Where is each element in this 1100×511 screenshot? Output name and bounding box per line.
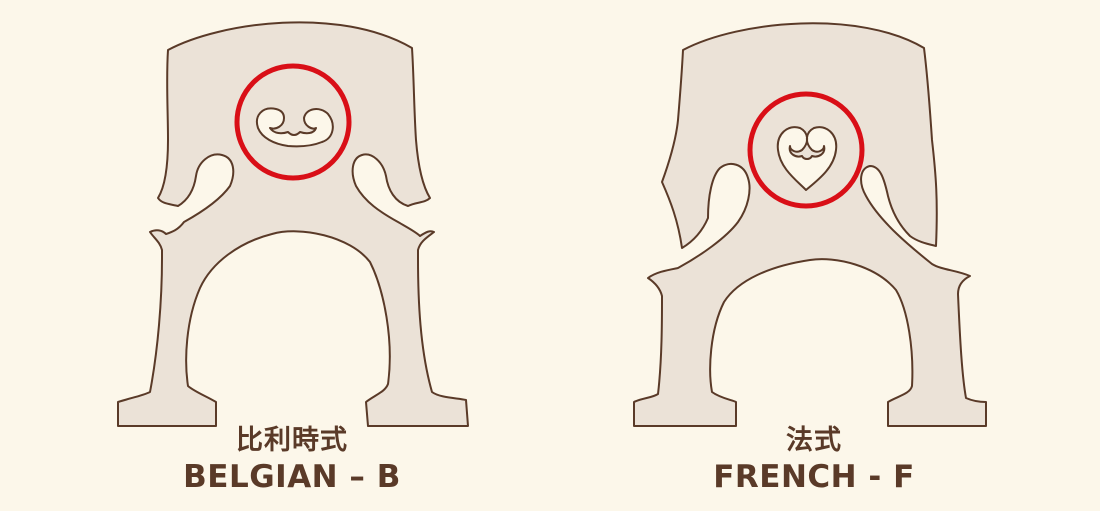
belgian-label-en: BELGIAN – B: [183, 459, 401, 495]
belgian-highlight-ring: [234, 63, 352, 181]
belgian-label-cn: 比利時式: [236, 425, 348, 456]
belgian-bridge-outline: [117, 21, 469, 427]
french-bridge-outline: [633, 22, 987, 427]
french-caption: 法式 FRENCH - F: [634, 424, 994, 496]
french-highlight-ring: [747, 91, 865, 209]
belgian-bridge: [117, 21, 469, 427]
french-label-cn: 法式: [786, 425, 842, 456]
french-heart-cutout: [776, 126, 838, 191]
french-label-en: FRENCH - F: [713, 459, 915, 495]
french-bridge: [633, 22, 987, 427]
belgian-heart-cutout: [256, 107, 334, 148]
belgian-caption: 比利時式 BELGIAN – B: [112, 424, 472, 496]
